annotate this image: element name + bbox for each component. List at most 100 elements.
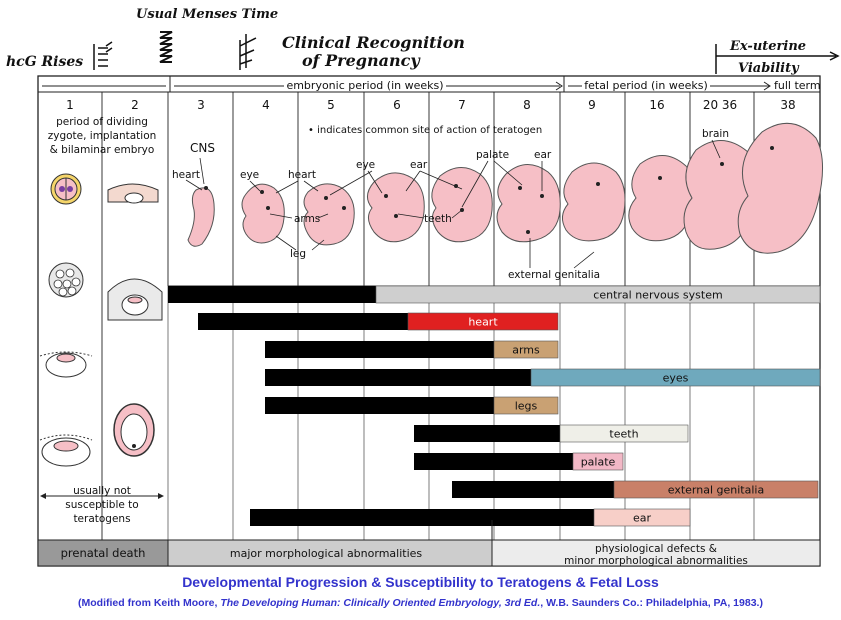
embryonic-period-label: embryonic period (in weeks): [286, 79, 443, 92]
embryo-week6: [367, 172, 425, 243]
not-susceptible-line2: susceptible to: [65, 499, 138, 511]
hcg-rises-annotation: hcG Rises: [6, 54, 83, 70]
label-palate: palate: [476, 149, 509, 161]
high-sensitivity-segment: [265, 341, 494, 358]
early-period-note: period of dividing zygote, implantation …: [48, 116, 157, 156]
lower-sensitivity-segment: [493, 396, 559, 415]
bar-central-nervous-system: central nervous system: [168, 285, 821, 304]
week-1: 1: [66, 98, 74, 112]
lower-sensitivity-segment: [593, 508, 691, 527]
week-38: 38: [780, 98, 795, 112]
caption-source-book: The Developing Human: Clinically Oriente…: [220, 597, 541, 609]
embryo-week7: [431, 167, 493, 243]
bar-teeth: teeth: [414, 424, 689, 443]
bar-label: teeth: [609, 428, 638, 441]
week-20-36: 20 36: [703, 98, 737, 112]
lower-sensitivity-segment: [407, 312, 559, 331]
lower-sensitivity-segment: [572, 452, 624, 471]
prenatal-death-label: prenatal death: [61, 546, 146, 560]
blastocyst-implanting-drawing: [39, 351, 93, 378]
usual-menses-annotation: Usual Menses Time: [136, 7, 278, 22]
full-term-label: full term: [774, 79, 821, 92]
week-column-dividers: [101, 92, 755, 540]
lower-sensitivity-segment: [530, 368, 821, 387]
early-period-line1: period of dividing: [56, 116, 148, 128]
susceptibility-bars: central nervous system heart arms eyes legs t…: [168, 285, 821, 527]
bar-label: heart: [468, 316, 498, 329]
embryo-week3: [187, 187, 215, 247]
week-5: 5: [327, 98, 335, 112]
label-brain: brain: [702, 128, 729, 140]
zygote-two-cell-drawing: [50, 173, 82, 205]
fetus-week16: [628, 155, 695, 242]
label-arms: arms: [294, 213, 320, 225]
bar-label: eyes: [663, 372, 689, 385]
embryo-series: [187, 122, 824, 254]
major-abnormalities-label: major morphological abnormalities: [230, 547, 423, 560]
bar-label: palate: [581, 456, 616, 469]
early-period-line3: & bilaminar embryo: [50, 144, 155, 156]
week-numbers: 1 2 3 4 5 6 7 8 9 16 20 36 38: [66, 98, 795, 112]
lower-sensitivity-segment: [375, 285, 821, 304]
minor-abnormalities-band: [491, 539, 821, 567]
viability-marker: [715, 44, 840, 74]
high-sensitivity-segment: [168, 286, 376, 303]
label-heart-week3: heart: [172, 169, 200, 181]
bar-heart: heart: [198, 312, 559, 331]
caption-source-suffix: , W.B. Saunders Co.: Philadelphia, PA, 1…: [540, 597, 763, 609]
morula-drawing: [48, 262, 84, 298]
early-period-line2: zygote, implantation: [48, 130, 157, 142]
label-eye-week6: eye: [356, 159, 375, 171]
fetal-period-label: fetal period (in weeks): [584, 79, 708, 92]
high-sensitivity-segment: [198, 313, 408, 330]
week-6: 6: [393, 98, 401, 112]
week-7: 7: [458, 98, 466, 112]
fetus-week9: [562, 162, 626, 242]
high-sensitivity-segment: [414, 425, 560, 442]
label-ear-week6: ear: [410, 159, 428, 171]
embryo-week8: [496, 164, 561, 243]
bar-label: external genitalia: [668, 484, 764, 497]
minor-abnormalities-line1: physiological defects &: [595, 543, 717, 555]
label-teeth: teeth: [424, 213, 452, 225]
major-abnormalities-band: [167, 539, 493, 567]
week-2: 2: [131, 98, 139, 112]
bar-label: legs: [515, 400, 538, 413]
ex-uterine-annotation: Ex-uterine: [729, 39, 806, 54]
bar-ear: ear: [250, 508, 691, 527]
bilaminar-disc-drawing: [39, 434, 93, 467]
label-cns: CNS: [190, 141, 215, 155]
chorionic-sac-drawing: [113, 403, 155, 457]
viability-annotation: Viability: [738, 61, 800, 76]
label-ear-week8: ear: [534, 149, 552, 161]
week-8: 8: [523, 98, 531, 112]
week-16: 16: [649, 98, 664, 112]
week-4: 4: [262, 98, 270, 112]
minor-abnormalities-line2: minor morphological abnormalities: [564, 555, 748, 567]
high-sensitivity-segment: [265, 369, 531, 386]
clinical-recognition-line2: of Pregnancy: [302, 51, 421, 70]
high-sensitivity-segment: [452, 481, 614, 498]
not-susceptible-line3: teratogens: [73, 513, 130, 525]
week-9: 9: [588, 98, 596, 112]
fetus-week38: [737, 122, 824, 254]
lower-sensitivity-segment: [613, 480, 819, 499]
week-3: 3: [197, 98, 205, 112]
label-leg: leg: [290, 248, 306, 260]
embryoblast-week2-drawing: [107, 278, 163, 321]
caption-source: (Modified from Keith Moore, The Developi…: [0, 597, 841, 609]
high-sensitivity-segment: [265, 397, 494, 414]
bar-label: arms: [512, 344, 540, 357]
bar-legs: legs: [265, 396, 559, 415]
not-susceptible-line1: usually not: [73, 485, 131, 497]
hcg-arrows: [93, 41, 113, 70]
caption-source-prefix: (Modified from Keith Moore,: [78, 597, 221, 609]
lower-sensitivity-segment: [493, 340, 559, 359]
bar-eyes: eyes: [265, 368, 821, 387]
label-external-genitalia: external genitalia: [508, 269, 600, 281]
high-sensitivity-segment: [250, 509, 594, 526]
lower-sensitivity-segment: [559, 424, 689, 443]
menses-marker: [159, 31, 173, 63]
embryo-leader-lines: [185, 139, 721, 269]
